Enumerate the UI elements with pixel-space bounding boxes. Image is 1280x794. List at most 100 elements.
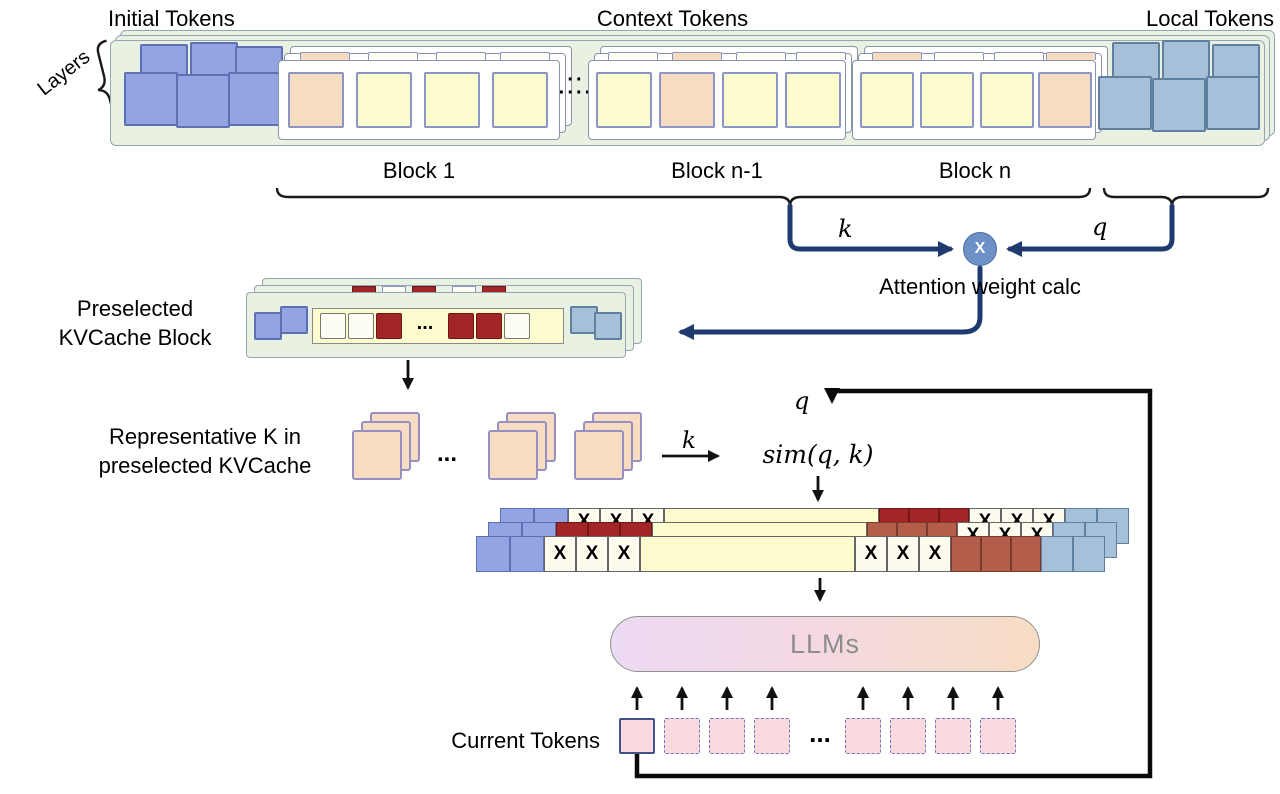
attention-weight-caption: Attention weight calc [879,274,1081,299]
peek-square [482,286,506,293]
strip-cell-x: X [544,536,576,572]
context-token-square [1038,72,1092,128]
peek-square [736,52,786,60]
peek-square [608,52,658,60]
peek-square [872,52,922,60]
peek-square [300,52,350,60]
strip-cell-yellow [640,536,855,572]
representative-label-line2: preselected KVCache [98,453,312,479]
k-to-sim-label: k [682,428,696,454]
initial-token-mini [254,312,282,340]
strip-cell-red [981,536,1011,572]
peek-square [452,286,476,293]
strip-cell-x: X [855,536,887,572]
strip-cell-x: X [887,536,919,572]
evicted-token-mini [376,313,402,339]
context-token-square [785,72,841,128]
strip-cell-red [1011,536,1041,572]
local-token-mini [570,306,598,334]
multiply-operator-circle: X [963,232,997,266]
block1-label: Block 1 [382,158,456,183]
context-token-square [356,72,412,128]
current-token-square [980,718,1016,754]
strip-cell-x: X [576,536,608,572]
current-tokens-ellipsis: ... [809,718,831,748]
peek-square [672,52,722,60]
current-tokens-label: Current Tokens [451,728,600,753]
preselected-label: Preselected KVCache Block [30,294,240,352]
peek-square [352,286,376,293]
initial-token-square [228,72,282,126]
peek-square [412,286,436,293]
k-arrow-label: k [838,215,853,243]
strip-cell-x: X [919,536,951,572]
strip-cell-blue [1073,536,1105,572]
current-token-square [619,718,655,754]
peek-square [1046,52,1096,60]
block-ellipsis-row1: ·· [567,69,585,91]
context-token-square [920,72,974,128]
context-token-square [424,72,480,128]
initial-token-square [124,72,178,126]
context-tokens-label: Context Tokens [596,6,749,31]
layers-label: Layers [33,45,95,101]
initial-token-mini [280,306,308,334]
current-token-square [709,718,745,754]
q-loop-label: q [794,387,810,415]
evicted-token-mini [476,313,502,339]
q-arrow [1006,203,1175,257]
representative-ellipsis: ... [436,440,457,467]
strip-cell-blue [1041,536,1073,572]
context-token-square [596,72,652,128]
context-token-square [288,72,344,128]
representative-k-square [488,430,538,480]
strip-cell-x: X [608,536,640,572]
blockn-label: Block n [938,158,1012,183]
representative-label-line1: Representative K in [109,424,301,449]
current-token-square [664,718,700,754]
peek-square [796,52,846,60]
strip-cell-blue [476,536,510,572]
context-token-square [492,72,548,128]
local-tokens-label: Local Tokens [1146,6,1275,31]
preselected-ellipsis: ... [416,312,434,334]
current-token-square [845,718,881,754]
current-token-square [890,718,926,754]
peek-square [368,52,418,60]
blockn1-label: Block n-1 [671,158,763,183]
kept-token-mini [320,313,346,339]
context-token-square [980,72,1034,128]
k-arrow [787,203,954,257]
kept-token-mini [348,313,374,339]
current-token-square [935,718,971,754]
kept-token-mini [504,313,530,339]
local-token-square [1152,78,1206,132]
preselected-label-line2: KVCache Block [58,325,212,351]
local-token-square [1206,76,1260,130]
local-underbrace [1102,187,1270,207]
evicted-token-mini [448,313,474,339]
context-token-square [722,72,778,128]
initial-tokens-label: Initial Tokens [108,6,235,31]
current-token-square [754,718,790,754]
context-token-square [860,72,914,128]
strip-cell-red [951,536,981,572]
preselected-label-line1: Preselected [76,296,194,321]
initial-token-square [176,74,230,128]
representative-label: Representative K in preselected KVCache [75,422,335,480]
peek-square [382,286,406,293]
strip-cell-blue [510,536,544,572]
local-token-mini [594,312,622,340]
block-ellipsis: ·· ···· [558,69,594,103]
peek-square [994,52,1044,60]
peek-square [500,52,550,60]
context-token-square [659,72,715,128]
local-token-square [1098,76,1152,130]
q-arrow-label: q [1092,213,1108,241]
sim-expression: sim(q, k) [762,440,874,469]
peek-square [934,52,984,60]
context-underbrace [275,187,1092,207]
representative-k-square [352,430,402,480]
representative-k-square [574,430,624,480]
